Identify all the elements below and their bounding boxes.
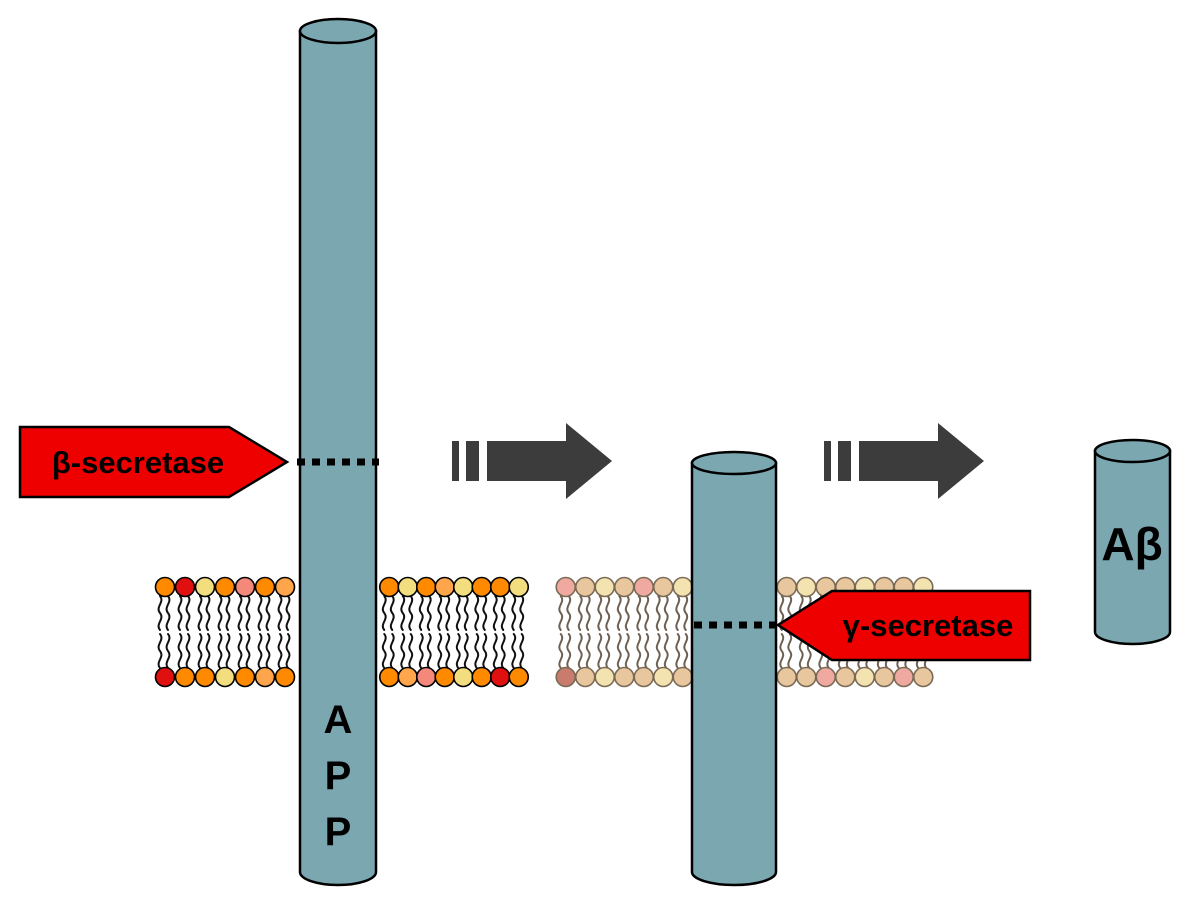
lipid-head	[397, 666, 419, 688]
lipid-head	[672, 666, 694, 688]
lipid-head	[776, 666, 798, 688]
arrow-stripe-thick	[838, 441, 851, 481]
lipid-head	[489, 666, 511, 688]
lipid-head	[274, 666, 296, 688]
lipid-head	[776, 576, 798, 598]
ctf-cylinder	[690, 450, 788, 887]
lipid-head	[574, 576, 596, 598]
lipid-head	[652, 666, 674, 688]
lipid-head	[594, 666, 616, 688]
beta-secretase-arrow-shape	[18, 425, 290, 499]
arrow-body	[859, 441, 938, 481]
lipid-head	[415, 576, 437, 598]
lipid-head	[508, 576, 530, 598]
app-label-letter: A	[324, 698, 353, 742]
lipid-head	[415, 666, 437, 688]
lipid-head	[652, 576, 674, 598]
gamma-secretase-arrow-shape	[775, 589, 1032, 662]
ctf-cylinder-body	[690, 461, 778, 887]
gamma-secretase-label: γ-secretase	[843, 608, 1014, 643]
lipid-head	[174, 666, 196, 688]
lipid-head	[397, 576, 419, 598]
lipid-head	[434, 576, 456, 598]
lipid-head	[378, 666, 400, 688]
beta-secretase-arrow: β-secretase	[18, 425, 290, 499]
process-arrow-2	[824, 423, 984, 499]
lipid-head	[555, 666, 577, 688]
app-cylinder-body	[298, 29, 378, 887]
gamma-secretase-arrow: γ-secretase	[775, 589, 1032, 662]
lipid-head	[795, 666, 817, 688]
abeta-cylinder: Aβ	[1093, 438, 1172, 646]
lipid-head	[194, 666, 216, 688]
lipid-head	[234, 576, 256, 598]
lipid-head	[378, 576, 400, 598]
lipid-head	[154, 666, 176, 688]
beta-secretase-label: β-secretase	[52, 445, 224, 480]
ctf-cylinder-top	[690, 450, 778, 476]
lipid-head	[672, 576, 694, 598]
lipid-head	[254, 576, 276, 598]
lipid-head	[912, 666, 934, 688]
lipid-head	[574, 666, 596, 688]
lipid-head	[508, 666, 530, 688]
lipid-head	[194, 576, 216, 598]
process-arrow-1	[452, 423, 612, 499]
abeta-cylinder-body	[1093, 449, 1172, 646]
lipid-head	[873, 666, 895, 688]
abeta-cylinder-top	[1093, 438, 1172, 464]
lipid-head	[815, 666, 837, 688]
lipid-head	[471, 666, 493, 688]
arrow-stripe-thin	[824, 441, 831, 481]
lipid-head	[613, 576, 635, 598]
lipid-head	[234, 666, 256, 688]
lipid-head	[633, 576, 655, 598]
lipid-head	[434, 666, 456, 688]
lipid-head	[613, 666, 635, 688]
arrow-head	[938, 423, 984, 499]
lipid-head	[893, 666, 915, 688]
arrow-head	[566, 423, 612, 499]
lipid-head	[633, 666, 655, 688]
lipid-head	[254, 666, 276, 688]
lipid-head	[274, 576, 296, 598]
lipid-head	[834, 666, 856, 688]
lipid-head	[594, 576, 616, 598]
arrow-body	[487, 441, 566, 481]
lipid-head	[555, 576, 577, 598]
app-label-letter: P	[325, 810, 352, 854]
lipid-head	[854, 666, 876, 688]
lipid-head	[174, 576, 196, 598]
abeta-label: Aβ	[1101, 518, 1162, 570]
lipid-head	[452, 666, 474, 688]
app-label-letter: P	[325, 754, 352, 798]
app-cylinder-top	[298, 17, 378, 45]
lipid-head	[452, 576, 474, 598]
app-cylinder: A P P	[297, 17, 379, 887]
lipid-head	[471, 576, 493, 598]
lipid-head	[214, 666, 236, 688]
lipid-head	[154, 576, 176, 598]
arrow-stripe-thin	[452, 441, 459, 481]
lipid-head	[489, 576, 511, 598]
lipid-head	[795, 576, 817, 598]
lipid-head	[214, 576, 236, 598]
arrow-stripe-thick	[466, 441, 479, 481]
